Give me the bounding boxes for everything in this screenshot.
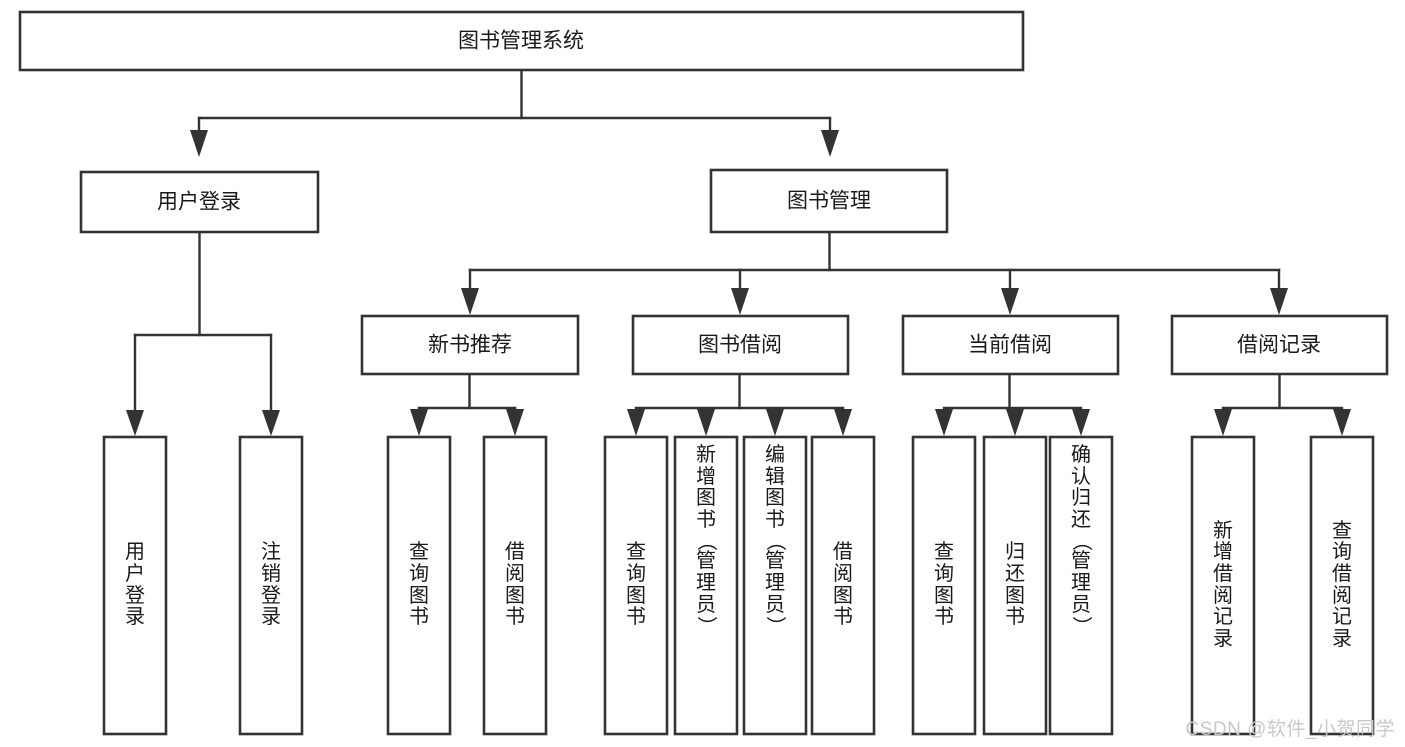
arrowhead-user-login xyxy=(190,130,208,157)
arrowhead-leaf-query-book-1 xyxy=(410,409,428,436)
arrowhead-new-book-rec xyxy=(461,288,479,315)
arrowhead-book-mgmt xyxy=(821,130,839,157)
arrowhead-leaf-logout xyxy=(262,410,280,436)
connector-layer xyxy=(126,68,1351,436)
node-root[interactable]: 图书管理系统 xyxy=(18,10,1025,72)
arrowhead-leaf-borrow-book-1 xyxy=(506,409,524,436)
node-book-management[interactable]: 图书管理 xyxy=(709,168,949,234)
node-borrow-record-label: 借阅记录 xyxy=(1237,334,1321,357)
arrowhead-leaf-add-record xyxy=(1214,409,1232,436)
node-user-login-label: 用户登录 xyxy=(157,191,241,214)
node-user-login[interactable]: 用户登录 xyxy=(79,170,320,234)
arrowhead-leaf-borrow-book-2 xyxy=(834,409,852,436)
node-borrow-record-box[interactable] xyxy=(1170,314,1389,376)
arrowhead-leaf-add-book xyxy=(697,409,715,436)
leaf-box-add-book[interactable] xyxy=(673,435,739,736)
arrowhead-leaf-query-book-2 xyxy=(627,409,645,436)
node-new-book-recommend-box[interactable] xyxy=(360,314,580,376)
arrowhead-leaf-edit-book xyxy=(766,409,784,436)
arrowhead-leaf-user-login xyxy=(126,410,144,436)
arrowhead-current-borrow xyxy=(1001,288,1019,315)
leaf-box-query-book-current[interactable] xyxy=(911,435,977,736)
leaf-box-borrow-book-rec[interactable] xyxy=(482,435,548,736)
node-root-label: 图书管理系统 xyxy=(458,30,584,53)
leaf-box-query-book-borrow[interactable] xyxy=(603,435,669,736)
arrowhead-leaf-confirm-return xyxy=(1072,409,1090,436)
watermark-text: CSDN @软件_小贺同学 xyxy=(1185,719,1395,740)
node-book-management-box[interactable] xyxy=(709,168,949,234)
leaf-box-logout[interactable] xyxy=(238,435,304,736)
node-current-borrow-box[interactable] xyxy=(901,314,1120,376)
node-user-login-box[interactable] xyxy=(79,170,320,234)
node-book-borrow[interactable]: 图书借阅 xyxy=(631,314,850,376)
arrowhead-leaf-query-book-3 xyxy=(935,409,953,436)
node-root-box[interactable] xyxy=(18,10,1025,72)
leaf-box-query-borrow-record[interactable] xyxy=(1309,435,1375,736)
node-current-borrow[interactable]: 当前借阅 xyxy=(901,314,1120,376)
arrowhead-leaf-return-book xyxy=(1006,409,1024,436)
leaf-box-return-book[interactable] xyxy=(982,435,1048,736)
leaf-box-layer xyxy=(102,435,1375,736)
arrowhead-book-borrow xyxy=(731,288,749,315)
leaf-box-add-borrow-record[interactable] xyxy=(1190,435,1256,736)
leaf-box-confirm-return[interactable] xyxy=(1048,435,1114,736)
leaf-box-user-login[interactable] xyxy=(102,435,168,736)
node-book-management-label: 图书管理 xyxy=(787,190,871,213)
leaf-box-borrow-book[interactable] xyxy=(810,435,876,736)
arrowhead-leaf-query-record xyxy=(1333,409,1351,436)
arrowhead-borrow-record xyxy=(1270,288,1288,315)
node-new-book-recommend-label: 新书推荐 xyxy=(428,334,512,357)
leaf-box-query-book-rec[interactable] xyxy=(386,435,452,736)
node-book-borrow-label: 图书借阅 xyxy=(698,334,782,357)
node-current-borrow-label: 当前借阅 xyxy=(968,334,1052,357)
node-borrow-record[interactable]: 借阅记录 xyxy=(1170,314,1389,376)
node-book-borrow-box[interactable] xyxy=(631,314,850,376)
leaf-box-edit-book[interactable] xyxy=(742,435,808,736)
node-new-book-recommend[interactable]: 新书推荐 xyxy=(360,314,580,376)
